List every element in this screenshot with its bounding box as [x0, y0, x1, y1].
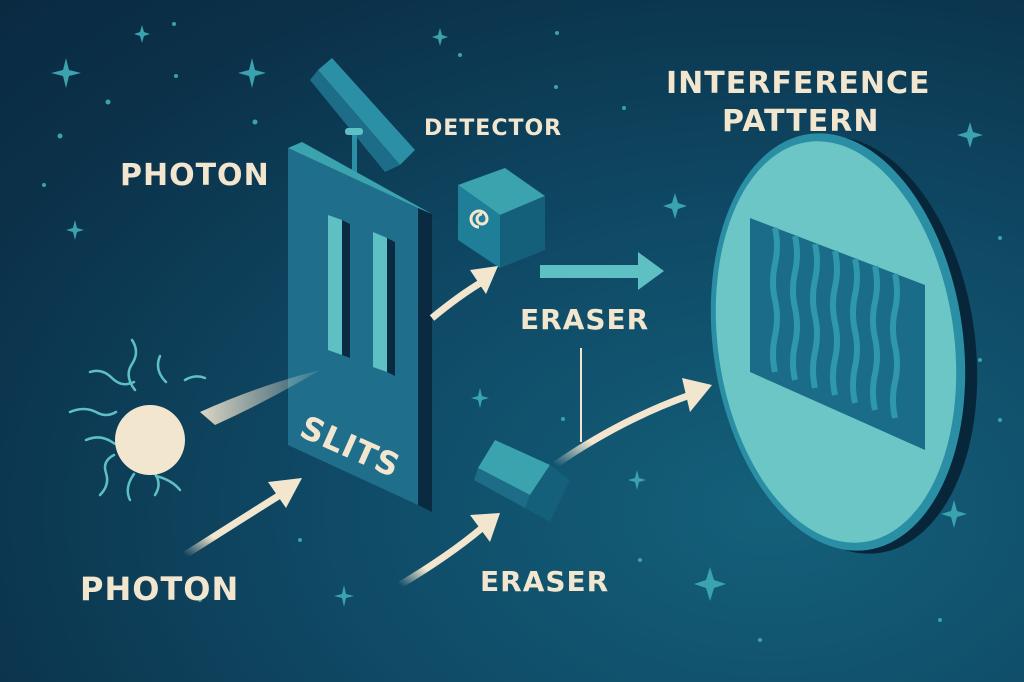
- photon-label-top: PHOTON: [120, 158, 270, 193]
- double-slit-panel: [288, 142, 432, 512]
- photon-source: [68, 338, 207, 502]
- eraser-block: [474, 440, 570, 522]
- detector-cube: [458, 168, 545, 268]
- detector-label: DETECTOR: [424, 116, 563, 141]
- interference-title-line2: PATTERN: [722, 104, 880, 139]
- screen-disc: [710, 133, 978, 554]
- detector-plate: [310, 58, 415, 175]
- eraser-label-bottom: ERASER: [480, 565, 610, 598]
- eraser-label-top: ERASER: [520, 303, 650, 336]
- photon-label-bottom: PHOTON: [80, 570, 240, 608]
- arrow-connectors: [183, 252, 712, 589]
- interference-title-line1: INTERFERENCE: [666, 66, 931, 101]
